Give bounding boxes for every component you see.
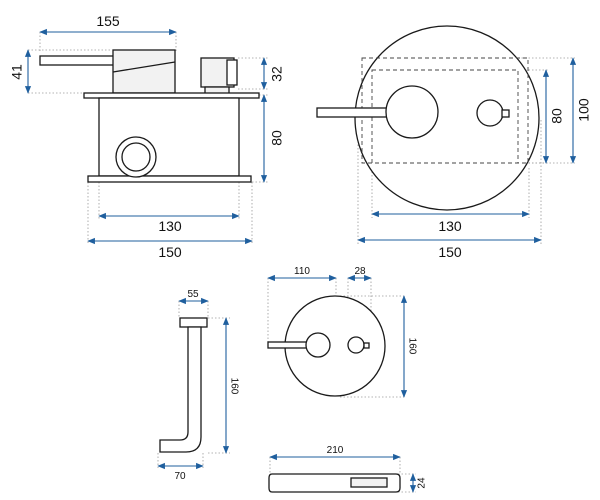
shower-head-view: 210 24 [268,445,428,493]
cartridge-stem [226,59,238,86]
diverter-tab-small [363,342,370,349]
dim-spout-length: 155 [96,13,120,29]
dim-shower-thickness: 24 [417,477,428,489]
side-view: 155 41 32 80 130 150 [9,13,285,260]
dim-plate-height: 100 [576,98,592,122]
dim-box-outer-width: 150 [158,244,182,260]
spout-lever [316,107,392,118]
dim-plate-diameter: 160 [406,338,417,355]
diverter-knob-small [347,336,365,354]
spout-arm [39,55,117,66]
hidden-valve-frame [361,57,529,164]
spout-view: 55 160 70 [157,289,239,482]
dim-lever-offset: 110 [294,266,310,277]
dim-box-height: 80 [269,130,285,146]
dim-box-height: 80 [549,108,565,124]
dim-base-width: 70 [174,471,186,482]
dim-handle-height: 41 [9,64,25,80]
dim-cartridge-height: 32 [269,66,285,82]
cover-plate [83,92,260,99]
shower-head-nozzle-panel [350,477,388,488]
spout-flange [179,317,208,328]
front-view: 80 100 130 150 [316,25,592,260]
dim-knob-width: 28 [354,266,366,277]
handle-facet-line [112,61,176,73]
spout-pipe [159,326,202,453]
diverter-knob [476,99,504,127]
dim-box-inner-width: 130 [438,218,462,234]
handle-body [112,49,176,94]
plate-view: 110 28 160 [267,266,417,398]
valve-box-base [87,175,252,183]
cover-plate-round [354,25,540,211]
dim-box-inner-width: 130 [158,218,182,234]
dim-shower-length: 210 [327,445,344,456]
mixer-handle-small [305,332,331,358]
outlet-ring-inner [121,142,151,172]
dim-box-outer-width: 150 [438,244,462,260]
mixer-handle [385,85,439,139]
diverter-tab [501,109,510,118]
dim-spout-height: 160 [228,378,239,395]
dim-top-width: 55 [187,289,199,300]
